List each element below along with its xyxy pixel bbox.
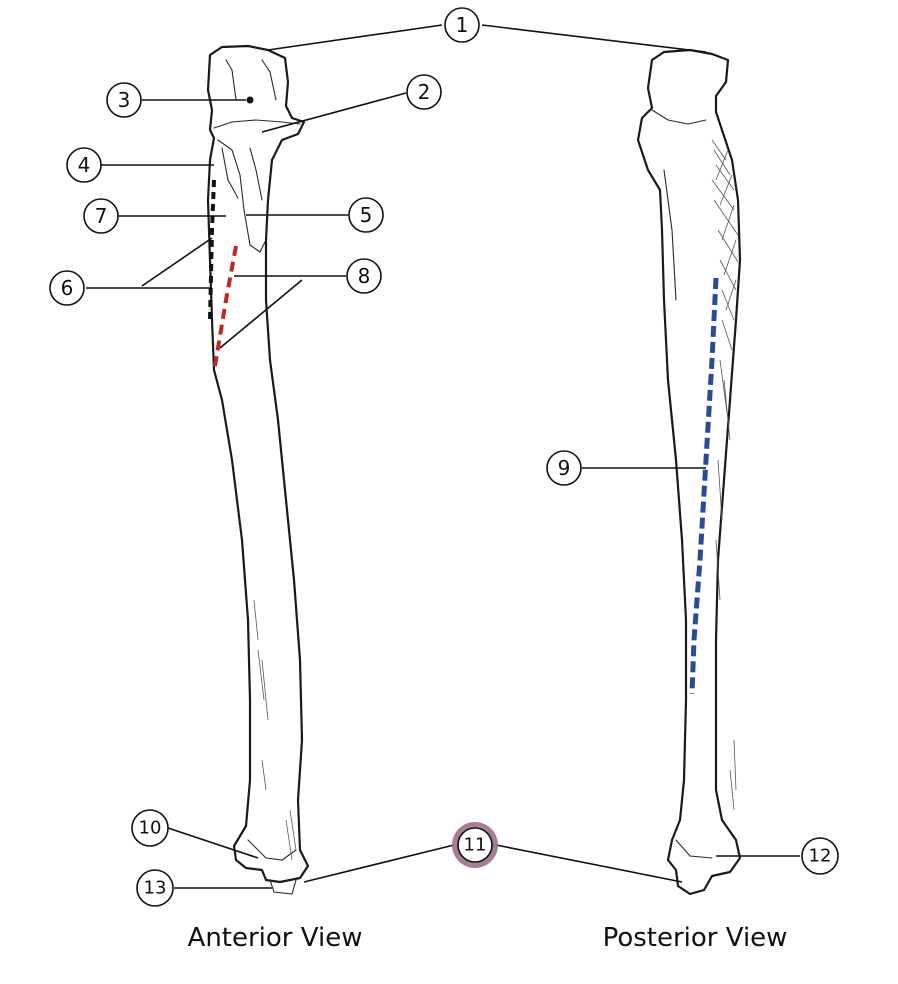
callout-2: 2 [406,74,442,110]
callout-8: 8 [346,258,382,294]
callout-1-label: 1 [456,13,469,37]
callout-2-label: 2 [418,80,431,104]
anterior-tibia-bone [206,44,310,895]
anterior-view-label: Anterior View [188,923,363,953]
callout-8-label: 8 [358,264,371,288]
callout-13: 13 [136,869,174,907]
callout-7: 7 [83,198,119,234]
callout-11-highlighted: 11 [452,822,498,868]
callout-3: 3 [106,82,142,118]
anterior-red-dashed-line [212,245,238,373]
callout-12: 12 [801,837,839,875]
callout-11-label: 11 [464,835,487,856]
leader-lines [86,24,800,889]
callout-9-label: 9 [558,456,571,480]
callout-1: 1 [444,7,480,43]
callout-9: 9 [546,450,582,486]
posterior-blue-dashed-line [689,277,719,695]
callout-10-label: 10 [139,818,162,839]
callout-5-label: 5 [360,203,373,227]
callout-10: 10 [131,809,169,847]
callout-4: 4 [66,147,102,183]
posterior-tibia-bone [636,48,742,896]
posterior-view-label: Posterior View [603,923,788,953]
callout-3-label: 3 [118,88,131,112]
anterior-black-dashed-line [208,179,216,321]
callout-13-label: 13 [144,878,167,899]
callout-12-label: 12 [809,846,832,867]
callout-5: 5 [348,197,384,233]
callout-6-label: 6 [61,276,74,300]
callout-4-label: 4 [78,153,91,177]
callout-7-label: 7 [95,204,108,228]
callout-6: 6 [49,270,85,306]
